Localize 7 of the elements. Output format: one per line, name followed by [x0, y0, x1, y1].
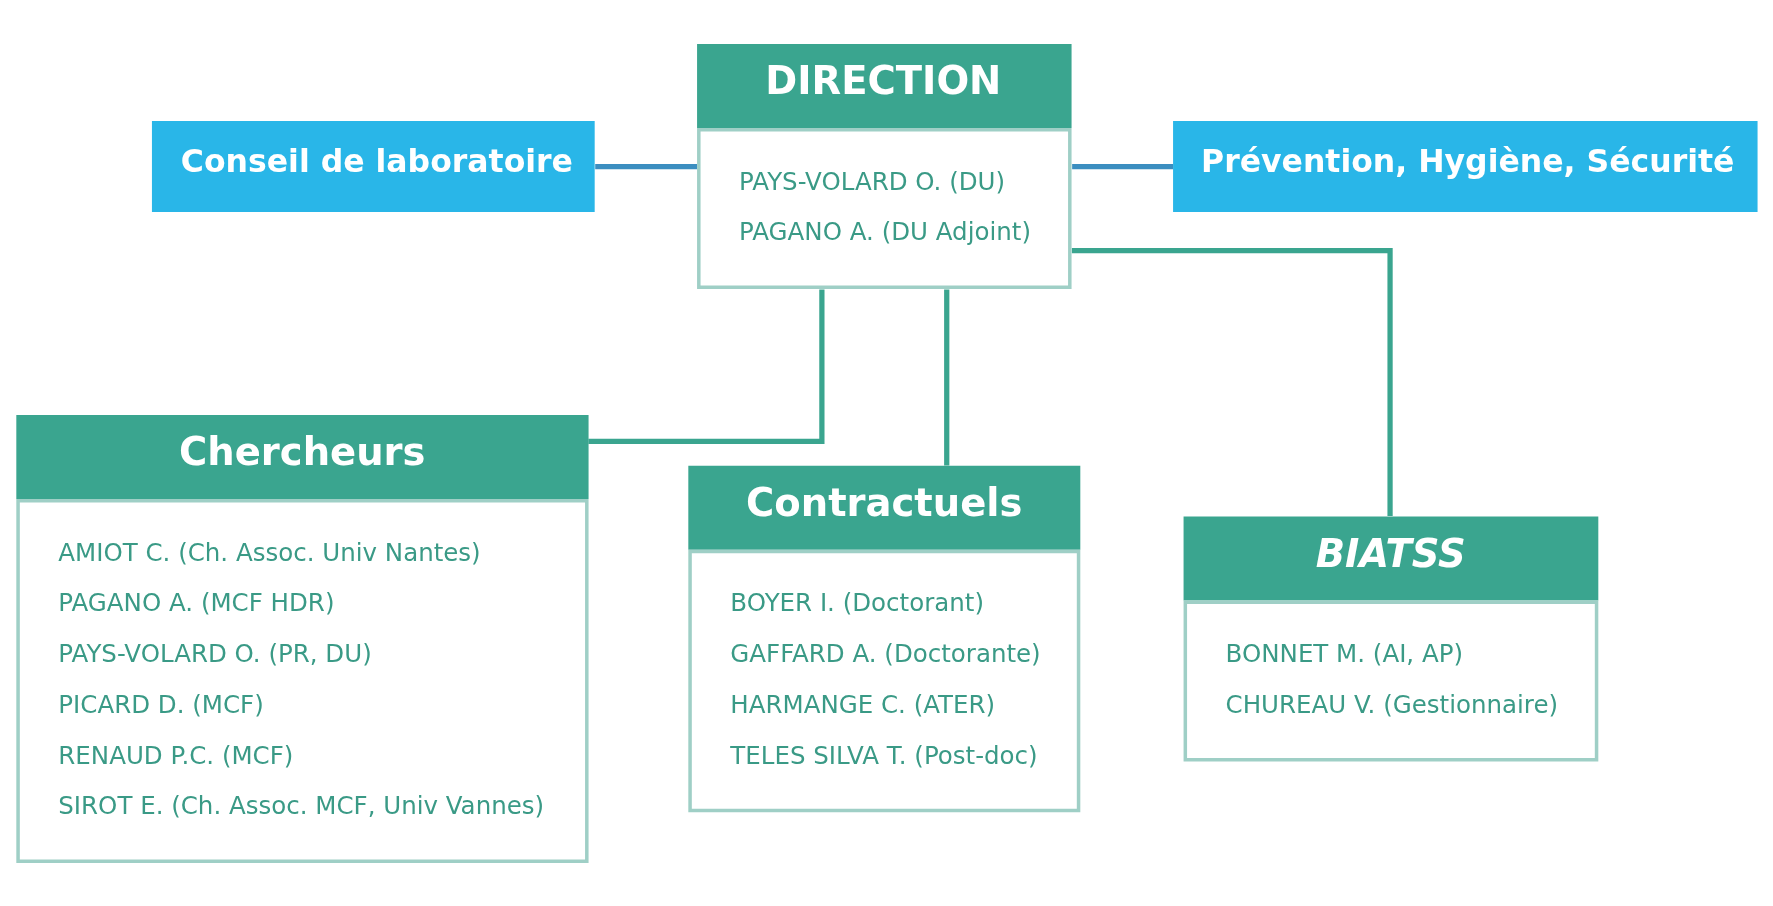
connector: [595, 163, 697, 169]
node-box: Conseil de laboratoire: [151, 120, 595, 212]
node-box: Prévention, Hygiène, Sécurité: [1173, 120, 1758, 212]
connector: [1071, 247, 1393, 516]
connector: [944, 288, 950, 466]
connector: [588, 288, 825, 444]
connector: [1072, 163, 1174, 169]
